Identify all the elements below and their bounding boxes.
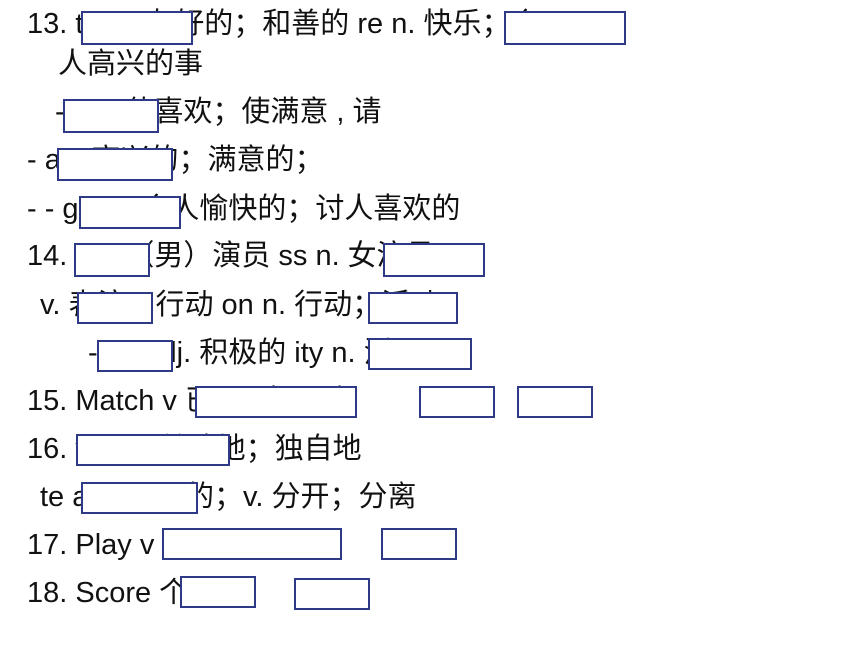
answer-blank-pleasing[interactable] [79,196,181,229]
answer-blank-score-noun[interactable] [294,578,370,610]
answer-blank-match-noun2[interactable] [517,386,593,418]
answer-blank-match-verb[interactable] [195,386,357,418]
answer-blank-actor[interactable] [74,243,150,277]
answer-blank-friendly[interactable] [81,11,193,45]
answer-blank-play-noun[interactable] [381,528,457,560]
answer-blank-active[interactable] [97,340,173,372]
answer-blank-pleasure[interactable] [504,11,626,45]
answer-blank-separate[interactable] [81,482,198,514]
answer-blank-activity[interactable] [368,338,472,370]
answer-blank-score-verb[interactable] [180,576,256,608]
answer-blank-action[interactable] [368,292,458,324]
answer-blank-pleased[interactable] [57,148,173,181]
answer-blank-please[interactable] [63,99,159,133]
answer-blank-separately[interactable] [76,434,230,466]
answer-blank-play-verb[interactable] [162,528,342,560]
line-13-continued: 人高兴的事 [58,48,204,80]
answer-blank-act[interactable] [77,292,153,324]
answer-blank-actress[interactable] [383,243,485,277]
answer-blank-match-noun1[interactable] [419,386,495,418]
